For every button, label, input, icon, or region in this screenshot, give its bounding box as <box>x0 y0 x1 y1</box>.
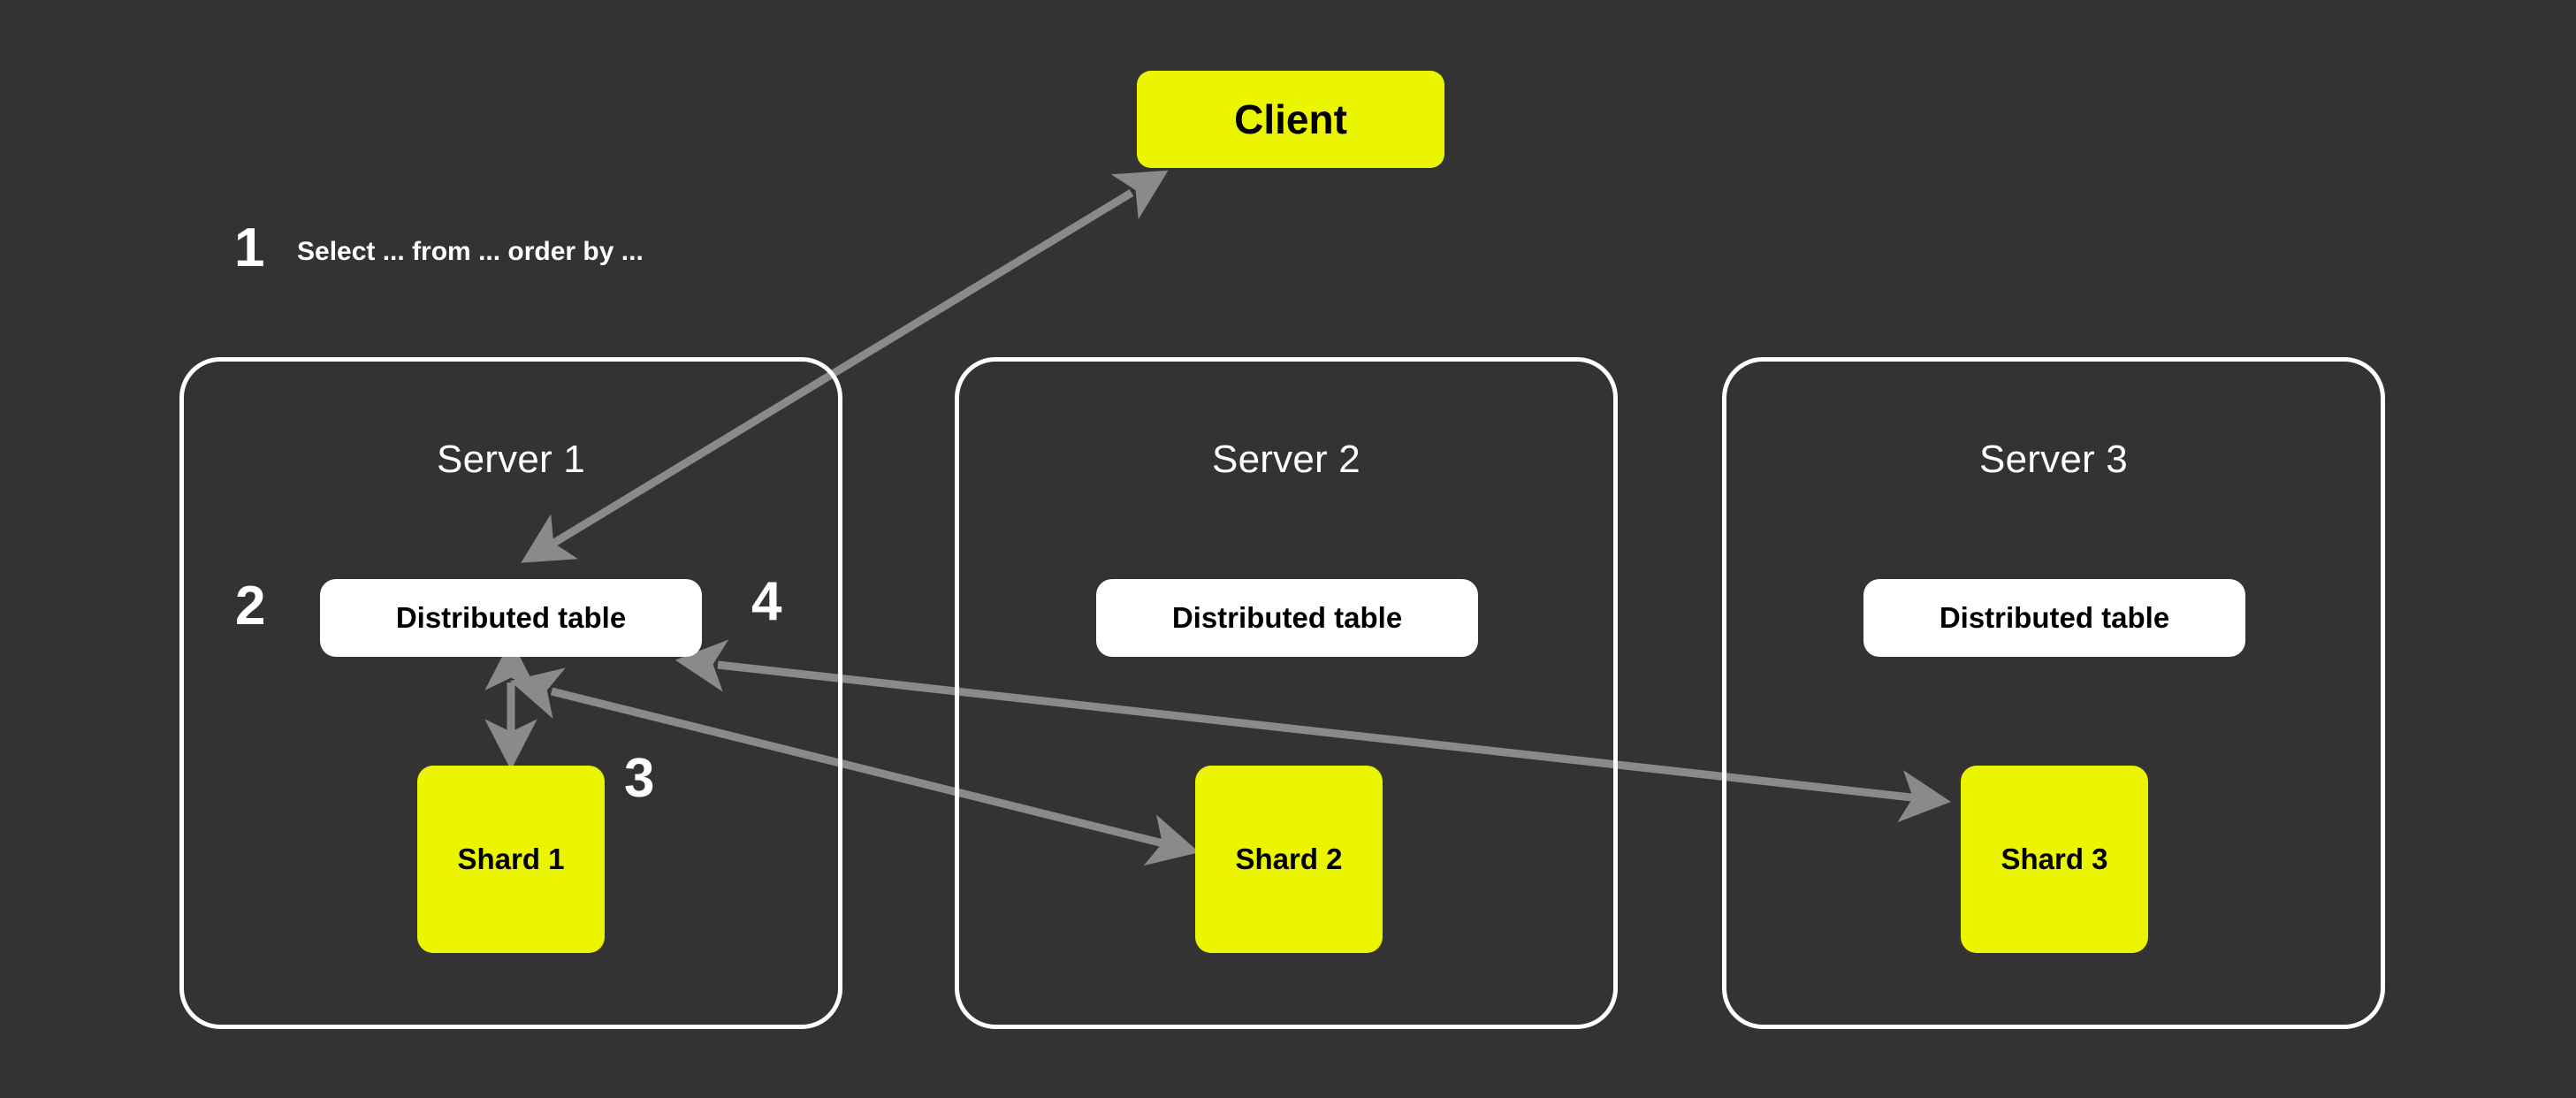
client-node[interactable]: Client <box>1137 71 1444 168</box>
distributed-table-node-2[interactable]: Distributed table <box>1096 579 1478 657</box>
client-label: Client <box>1234 96 1347 142</box>
distributed-table-label-2: Distributed table <box>1171 601 1403 634</box>
shard-label-2: Shard 2 <box>1235 843 1343 875</box>
distributed-table-node-3[interactable]: Distributed table <box>1863 579 2245 657</box>
query-caption-text: Select ... from ... order by ... <box>297 237 644 266</box>
server-title-3: Server 3 <box>1979 438 2128 481</box>
step-badge-4: 4 <box>751 571 782 632</box>
step-badge-3: 3 <box>624 748 655 809</box>
shard-node-2[interactable]: Shard 2 <box>1195 766 1383 953</box>
server-title-1: Server 1 <box>437 438 585 481</box>
distributed-table-label-3: Distributed table <box>1939 601 2170 634</box>
server-title-2: Server 2 <box>1212 438 1360 481</box>
distributed-table-node-1[interactable]: Distributed table <box>320 579 702 657</box>
distributed-table-label-1: Distributed table <box>395 601 627 634</box>
shard-node-3[interactable]: Shard 3 <box>1961 766 2148 953</box>
step-badge-2: 2 <box>235 576 266 637</box>
shard-node-1[interactable]: Shard 1 <box>417 766 605 953</box>
shard-label-1: Shard 1 <box>457 843 565 875</box>
step-badge-1: 1 <box>234 217 265 278</box>
shard-label-3: Shard 3 <box>2001 843 2108 875</box>
